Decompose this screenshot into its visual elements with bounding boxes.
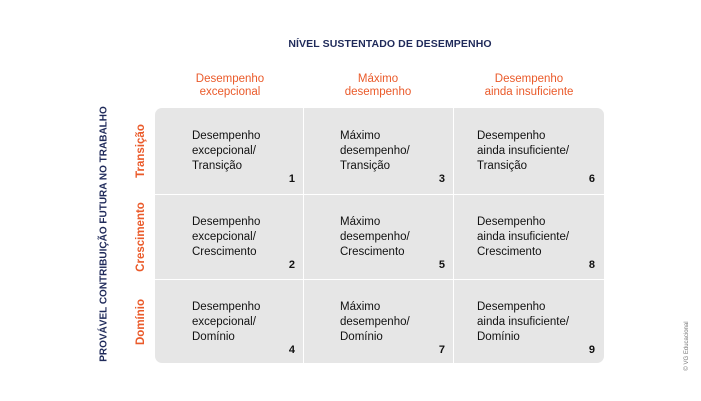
credit-wrap: © VG Educacional <box>682 316 692 376</box>
cell-number: 8 <box>588 259 595 271</box>
cell-label-line: desempenho/ <box>340 231 410 243</box>
column-header-line: Desempenho <box>494 73 564 85</box>
column-header-line: Desempenho <box>195 73 265 85</box>
cell-label-line: Transição <box>477 160 528 172</box>
cell-label-line: Desempenho <box>192 216 261 228</box>
cell-label-line: Desempenho <box>477 301 546 313</box>
cell-label-line: Desempenho <box>192 301 261 313</box>
column-header-excepcional: Desempenho excepcional <box>160 73 300 99</box>
cell-label-line: ainda insuficiente/ <box>477 231 570 243</box>
cell-label: Desempenho ainda insuficiente/ Domínio <box>477 300 569 345</box>
cell-label-line: Máximo <box>340 130 381 142</box>
cell-label-line: Crescimento <box>192 246 257 258</box>
cell-label-line: Domínio <box>477 331 520 343</box>
cell-label-line: excepcional/ <box>192 316 256 328</box>
side-axis-title: PROVÁVEL CONTRIBUIÇÃO FUTURA NO TRABALHO <box>98 106 110 362</box>
row-label-crescimento: Crescimento <box>135 202 147 272</box>
side-axis-title-wrap: PROVÁVEL CONTRIBUIÇÃO FUTURA NO TRABALHO <box>96 106 112 362</box>
cell-label-line: Desempenho <box>477 216 546 228</box>
cell-number: 2 <box>288 259 295 271</box>
cell-label-line: excepcional/ <box>192 231 256 243</box>
cell-label: Máximo desempenho/ Transição <box>340 129 410 174</box>
cell-label-line: desempenho/ <box>340 145 410 157</box>
grid-cell-8: Desempenho ainda insuficiente/ Crescimen… <box>477 194 604 279</box>
cell-label-line: ainda insuficiente/ <box>477 316 570 328</box>
nine-box-grid: Desempenho excepcional/ Transição 1 Máxi… <box>155 108 604 363</box>
cell-number: 1 <box>288 173 295 185</box>
cell-number: 5 <box>438 259 445 271</box>
cell-label: Desempenho excepcional/ Transição <box>192 129 260 174</box>
column-header-line: desempenho <box>344 86 412 98</box>
grid-cell-4: Desempenho excepcional/ Domínio 4 <box>192 279 303 363</box>
copyright-credit: © VG Educacional <box>684 321 690 371</box>
grid-cell-3: Máximo desempenho/ Transição 3 <box>340 108 453 194</box>
cell-label-line: Crescimento <box>340 246 405 258</box>
row-label-wrap-transicao: Transição <box>132 108 150 194</box>
cell-label: Máximo desempenho/ Crescimento <box>340 215 410 260</box>
cell-label-line: Transição <box>340 160 391 172</box>
cell-label: Desempenho excepcional/ Crescimento <box>192 215 260 260</box>
row-label-wrap-crescimento: Crescimento <box>132 194 150 280</box>
cell-label: Desempenho ainda insuficiente/ Transição <box>477 129 569 174</box>
cell-label-line: Desempenho <box>192 130 261 142</box>
cell-label-line: Máximo <box>340 216 381 228</box>
grid-cell-7: Máximo desempenho/ Domínio 7 <box>340 279 453 363</box>
cell-label: Máximo desempenho/ Domínio <box>340 300 410 345</box>
grid-cell-9: Desempenho ainda insuficiente/ Domínio 9 <box>477 279 604 363</box>
column-header-line: excepcional <box>199 86 261 98</box>
grid-divider <box>453 108 454 363</box>
row-label-transicao: Transição <box>135 124 147 178</box>
grid-cell-2: Desempenho excepcional/ Crescimento 2 <box>192 194 303 279</box>
grid-cell-1: Desempenho excepcional/ Transição 1 <box>192 108 303 194</box>
column-header-insuficiente: Desempenho ainda insuficiente <box>459 73 599 99</box>
cell-label-line: Máximo <box>340 301 381 313</box>
cell-number: 3 <box>438 173 445 185</box>
cell-label-line: Transição <box>192 160 243 172</box>
cell-label-line: desempenho/ <box>340 316 410 328</box>
grid-divider <box>303 108 304 363</box>
grid-divider <box>155 279 604 280</box>
cell-number: 7 <box>438 344 445 356</box>
cell-label-line: Domínio <box>340 331 383 343</box>
cell-number: 4 <box>288 344 295 356</box>
grid-cell-6: Desempenho ainda insuficiente/ Transição… <box>477 108 604 194</box>
grid-cell-5: Máximo desempenho/ Crescimento 5 <box>340 194 453 279</box>
cell-label: Desempenho excepcional/ Domínio <box>192 300 260 345</box>
row-label-wrap-dominio: Domínio <box>132 280 150 363</box>
column-header-line: ainda insuficiente <box>484 86 574 98</box>
row-label-dominio: Domínio <box>135 298 147 345</box>
cell-number: 6 <box>588 173 595 185</box>
grid-divider <box>155 194 604 195</box>
cell-label: Desempenho ainda insuficiente/ Crescimen… <box>477 215 569 260</box>
cell-number: 9 <box>588 344 595 356</box>
column-header-maximo: Máximo desempenho <box>308 73 448 99</box>
cell-label-line: ainda insuficiente/ <box>477 145 570 157</box>
top-axis-title: NÍVEL SUSTENTADO DE DESEMPENHO <box>288 38 492 50</box>
cell-label-line: excepcional/ <box>192 145 256 157</box>
cell-label-line: Crescimento <box>477 246 542 258</box>
column-header-line: Máximo <box>357 73 399 85</box>
cell-label-line: Domínio <box>192 331 235 343</box>
cell-label-line: Desempenho <box>477 130 546 142</box>
